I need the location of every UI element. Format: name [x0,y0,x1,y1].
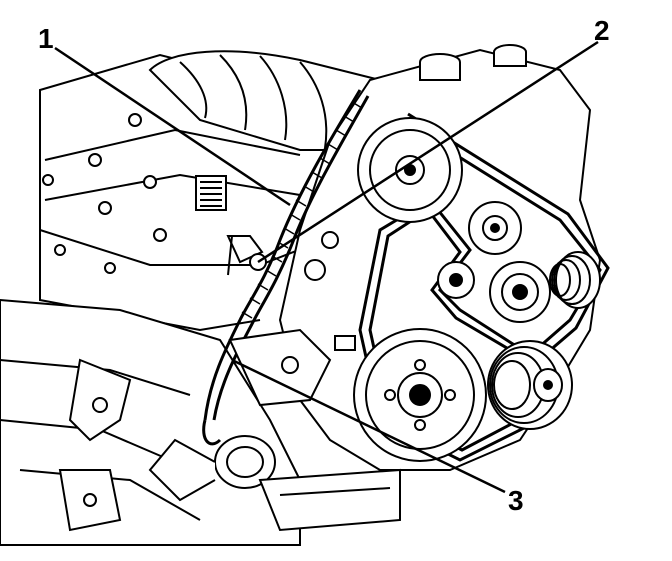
vent-grille [195,175,227,211]
crank-pulley [353,328,487,462]
tensioner-pulley [468,201,522,255]
leader-lines [54,40,599,494]
callout-3: 3 [508,485,524,516]
generator-pulley [489,261,551,323]
callout-labels: 1 2 3 [38,15,610,516]
harness-wrap [241,101,363,319]
upper-pulley [357,117,463,223]
leader-line-3 [231,358,506,494]
leader-line-1 [54,46,291,207]
callout-2: 2 [594,15,610,46]
exhaust-manifold [58,358,132,532]
leader-line-2 [257,40,599,264]
wire-harness [202,89,370,446]
oil-fill-cap [419,44,527,81]
callout-1: 1 [38,23,54,54]
pulleys [353,117,601,462]
ac-pulley [487,340,573,430]
ps-pulley [549,251,601,309]
lower-components [148,231,401,532]
head-bolts [42,113,167,274]
idler-pulley [437,261,475,299]
